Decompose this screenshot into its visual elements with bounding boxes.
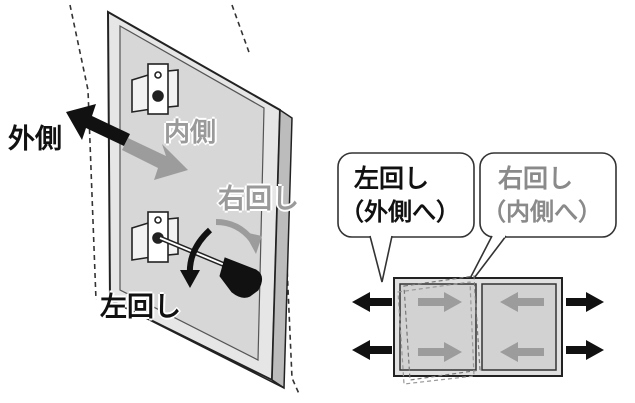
callout-left-line1: 左回し [354,164,430,193]
lower-hinge [131,211,179,263]
callout-left-bubble [337,152,475,283]
top-view-doors [393,275,563,385]
rotation-arrows [180,219,262,288]
in-out-arrow [66,104,188,180]
callout-right-line1: 右回し [498,164,574,193]
label-turn-left: 左回し [100,292,181,323]
label-outside: 外側 [8,124,62,155]
label-inside: 内側 [164,118,217,148]
label-turn-right: 右回し [218,184,299,215]
callout-right-line2: （内側へ） [482,198,602,226]
cabinet-outline [69,4,301,397]
top-view-arrows [352,292,604,362]
upper-hinge [131,63,179,115]
callout-left-line2: （外側へ） [340,198,460,226]
